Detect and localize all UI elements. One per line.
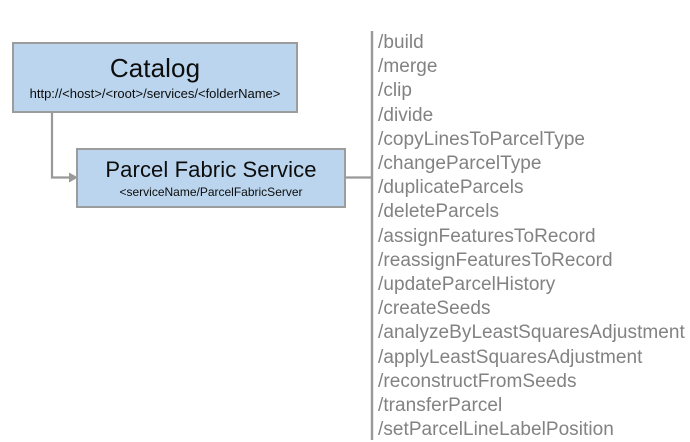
operation-item[interactable]: /applyLeastSquaresAdjustment	[378, 346, 643, 368]
operation-item[interactable]: /deleteParcels	[378, 201, 500, 223]
operation-item[interactable]: /divide	[378, 104, 434, 126]
operation-item[interactable]: /merge	[378, 56, 438, 78]
operation-item[interactable]: /clip	[378, 80, 413, 102]
operation-item[interactable]: /build	[378, 32, 424, 53]
node-parcel-fabric-service[interactable]: Parcel Fabric Service <serviceName/Parce…	[76, 148, 346, 208]
operation-item[interactable]: /analyzeByLeastSquaresAdjustment	[378, 322, 685, 344]
node-catalog-subtitle: http://<host>/<root>/services/<folderNam…	[29, 86, 281, 101]
node-parcel-fabric-service-subtitle: <serviceName/ParcelFabricServer	[119, 184, 303, 199]
node-parcel-fabric-service-title: Parcel Fabric Service	[105, 156, 317, 182]
operation-item[interactable]: /reconstructFromSeeds	[378, 370, 577, 392]
operation-item[interactable]: /copyLinesToParcelType	[378, 128, 586, 150]
operations-list: /build /merge /clip /divide /copyLinesTo…	[378, 31, 685, 442]
operation-item[interactable]: /createSeeds	[378, 298, 491, 320]
operation-item[interactable]: /updateParcelHistory	[378, 274, 556, 296]
node-catalog[interactable]: Catalog http://<host>/<root>/services/<f…	[12, 42, 298, 113]
operation-item[interactable]: /transferParcel	[378, 395, 503, 417]
connector-catalog-to-parcel-fabric-service	[50, 113, 69, 179]
operation-item[interactable]: /assignFeaturesToRecord	[378, 225, 596, 247]
operation-item[interactable]: /duplicateParcels	[378, 177, 524, 199]
operation-item[interactable]: /reassignFeaturesToRecord	[378, 249, 613, 271]
node-catalog-title: Catalog	[109, 53, 201, 83]
operation-item[interactable]: /setParcelLineLabelPosition	[378, 419, 614, 441]
operation-item[interactable]: /changeParcelType	[378, 153, 542, 175]
